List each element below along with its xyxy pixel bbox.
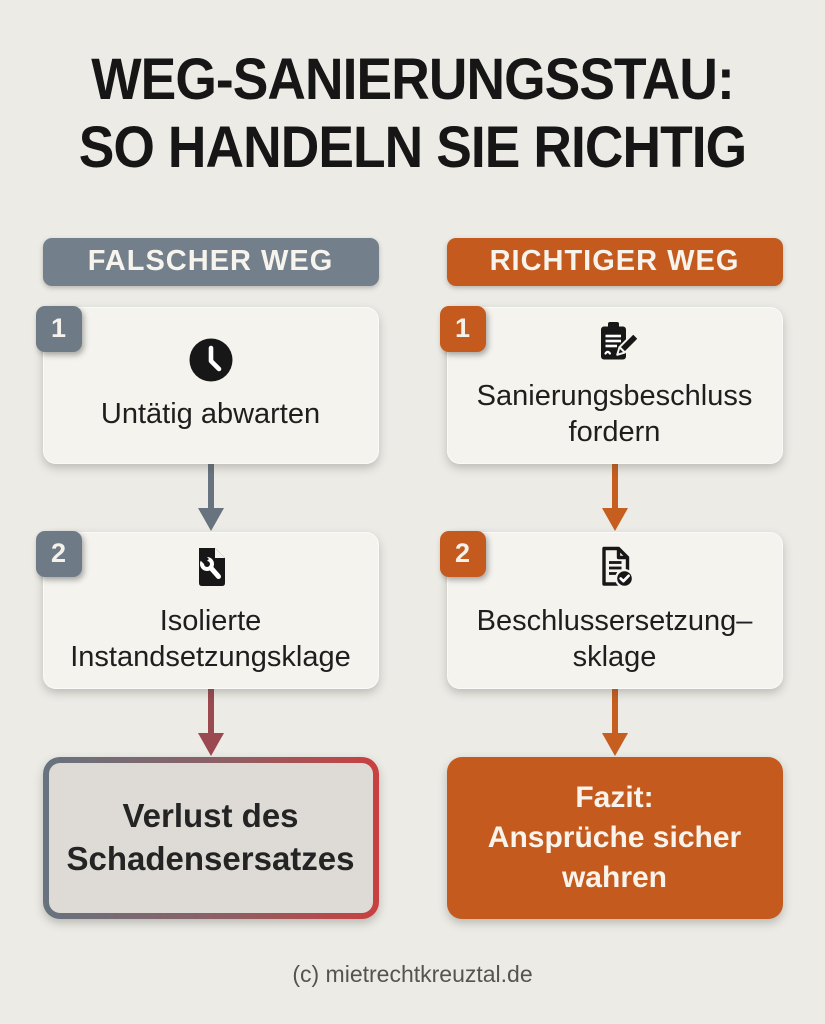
- columns-wrapper: FALSCHER WEG 1 Untätig abwarten 2: [0, 237, 825, 919]
- wrong-path-column: FALSCHER WEG 1 Untätig abwarten 2: [35, 237, 379, 919]
- wrong-result-box: Verlust des Schadensersatzes: [42, 756, 379, 919]
- right-step-1-label: Sanierungsbeschluss fordern: [476, 379, 753, 449]
- document-wrench-icon: [187, 543, 235, 596]
- wrong-step-1-label: Untätig abwarten: [100, 397, 321, 430]
- right-arrow-2: [601, 688, 628, 756]
- right-step-2-label: Beschlussersetzung– sklage: [476, 604, 753, 674]
- wrong-path-header: FALSCHER WEG: [42, 237, 379, 286]
- wrong-step-1-card: 1 Untätig abwarten: [35, 305, 379, 464]
- right-path-header: RICHTIGER WEG: [446, 237, 783, 286]
- document-check-icon: [591, 543, 639, 596]
- page-title: WEG-SANIERUNGSSTAU: SO HANDELN SIE RICHT…: [78, 47, 747, 180]
- wrong-step-2-label: Isolierte Instandsetzungsklage: [70, 604, 351, 674]
- right-arrow-1: [601, 463, 628, 531]
- right-result-box: Fazit: Ansprüche sicher wahren: [446, 756, 783, 919]
- wrong-arrow-2: [197, 688, 224, 756]
- right-step-2-badge: 2: [439, 530, 486, 577]
- clipboard-pencil-icon: [591, 318, 639, 371]
- wrong-result-label: Verlust des Schadensersatzes: [48, 762, 373, 913]
- clock-icon: [187, 336, 235, 389]
- wrong-step-2-card: 2 Isolierte Instandsetzungsklage: [35, 530, 379, 689]
- copyright-footer: (c) mietrechtkreuztal.de: [292, 960, 533, 987]
- wrong-arrow-1: [197, 463, 224, 531]
- right-step-1-badge: 1: [439, 305, 486, 352]
- wrong-step-2-badge: 2: [35, 530, 82, 577]
- right-step-2-card: 2 Beschlussersetzung– sklage: [439, 530, 783, 689]
- wrong-step-1-badge: 1: [35, 305, 82, 352]
- right-path-column: RICHTIGER WEG 1: [439, 237, 783, 919]
- right-step-1-card: 1 Sanierungsbeschl: [439, 305, 783, 464]
